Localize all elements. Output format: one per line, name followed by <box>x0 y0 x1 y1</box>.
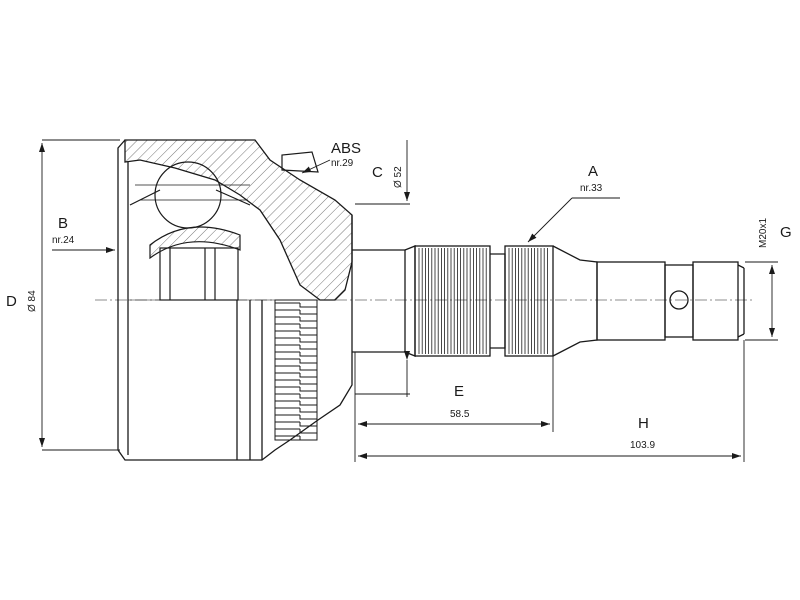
abs-ring <box>274 299 318 441</box>
label-a-letter: A <box>588 163 598 180</box>
dimension-e <box>354 352 554 462</box>
label-c-letter: C <box>372 164 383 181</box>
spline-teeth <box>418 248 548 354</box>
label-e-letter: E <box>454 383 464 400</box>
outer-housing <box>117 139 353 461</box>
dimension-h <box>358 340 745 462</box>
inner-race <box>129 161 251 301</box>
dimension-abs <box>301 159 331 174</box>
abs-tab <box>281 151 319 173</box>
dimension-d <box>39 139 120 451</box>
label-e-note: 58.5 <box>450 409 470 420</box>
label-d-note: Ø 84 <box>27 290 38 312</box>
dimension-g <box>745 261 778 341</box>
label-g-letter: G <box>780 224 792 241</box>
label-abs-note: nr.29 <box>331 158 354 169</box>
label-h-letter: H <box>638 415 649 432</box>
dimension-c <box>355 140 410 397</box>
label-a-note: nr.33 <box>580 183 603 194</box>
label-d-letter: D <box>6 293 17 310</box>
label-abs-letter: ABS <box>331 140 361 157</box>
dimension-a <box>527 197 620 243</box>
label-g-note: M20x1 <box>758 218 769 248</box>
label-b-note: nr.24 <box>52 235 75 246</box>
label-c-note: Ø 52 <box>393 166 404 188</box>
label-b-letter: B <box>58 215 68 232</box>
label-h-note: 103.9 <box>630 440 655 451</box>
shaft <box>352 245 745 357</box>
